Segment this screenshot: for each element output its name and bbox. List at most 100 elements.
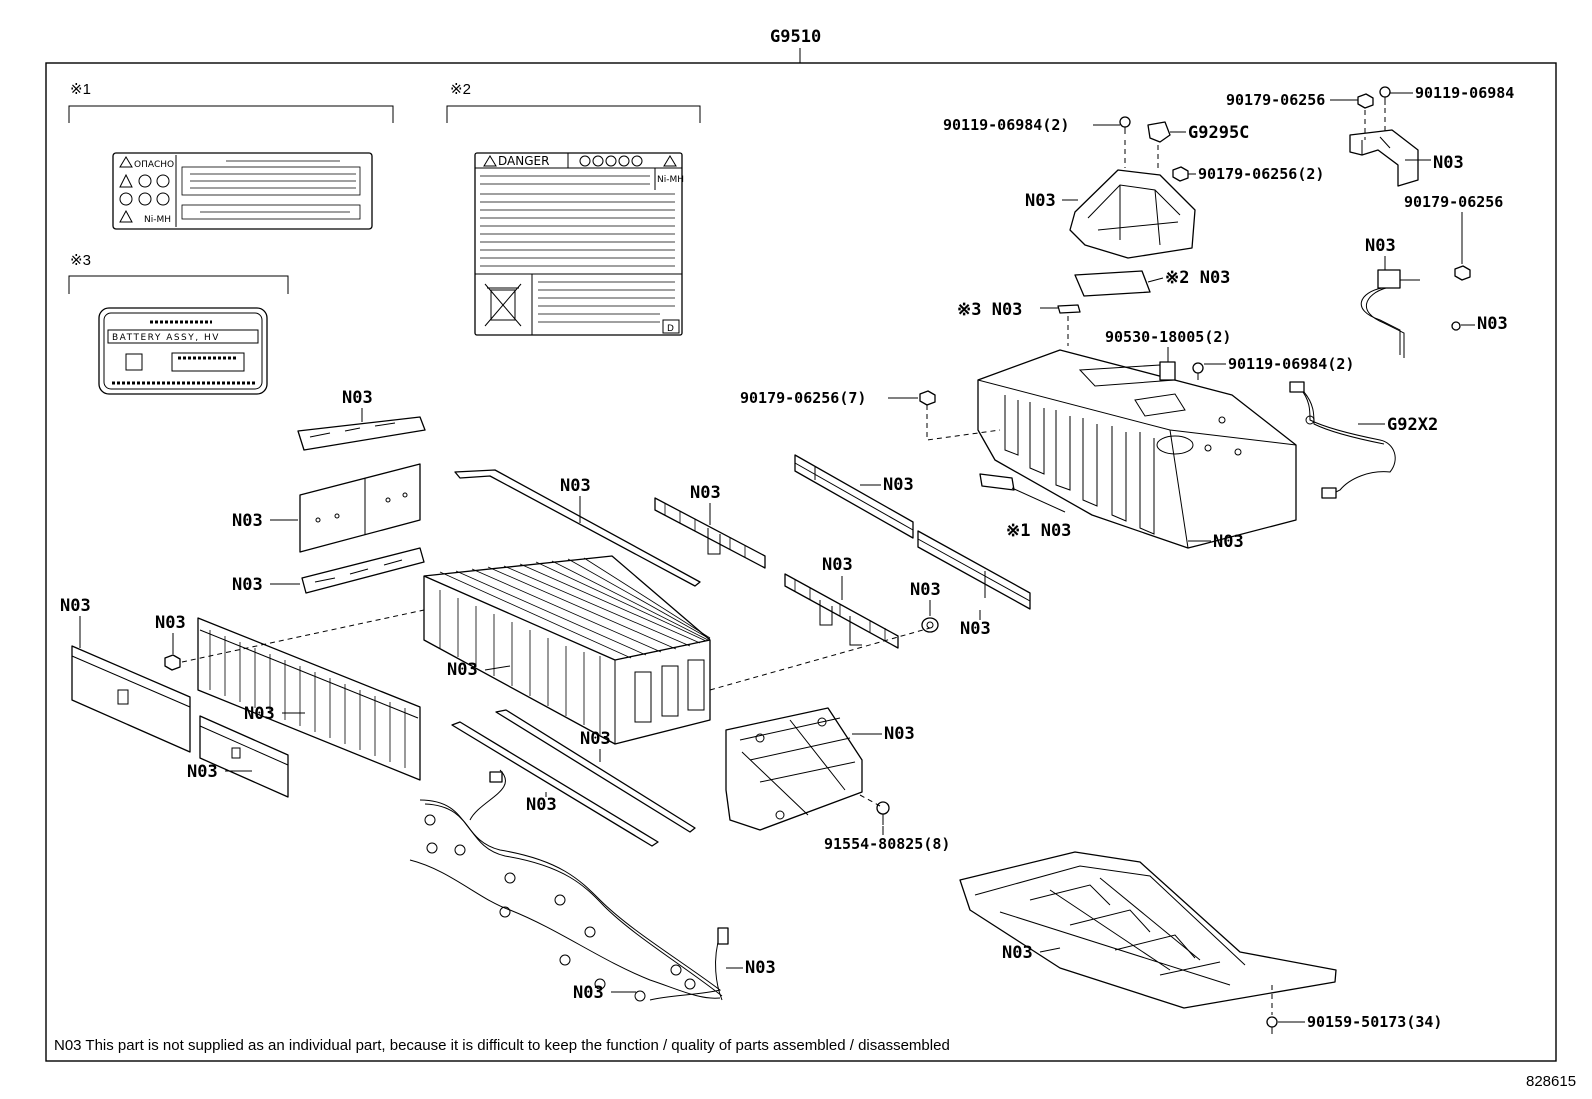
- label-c1-n03: ※1 N03: [1006, 521, 1071, 541]
- dash-leaders-bracket: [1364, 108, 1386, 140]
- label-90179-06256-b: 90179-06256: [1404, 193, 1503, 211]
- battery-module-stack: [423, 555, 711, 745]
- label-n03-relay-nut: N03: [1477, 314, 1508, 334]
- nut-left: [164, 654, 181, 671]
- service-plug-grip: [1147, 121, 1171, 143]
- dash-leaders-cover: [1124, 140, 1159, 172]
- label-n03-upper-rod: N03: [560, 476, 591, 496]
- prohibition-circle-icon: [631, 155, 643, 167]
- label-g9295c: G9295C: [1188, 123, 1249, 143]
- label-n03-nut: N03: [155, 613, 186, 633]
- label-91554-80825-8: 91554-80825(8): [824, 835, 950, 853]
- insulation-sheet: [1074, 270, 1151, 297]
- prohibition-circle-icon: [138, 174, 152, 188]
- bolt-top-left: [1119, 116, 1131, 134]
- dash-leader-right: [709, 627, 931, 691]
- nut-top-mid: [1172, 166, 1189, 182]
- label-n03-bracket-plate: N03: [884, 724, 915, 744]
- assembly-code: G9510: [770, 27, 821, 47]
- prohibition-circle-icon: [156, 174, 170, 188]
- bolt-upper-right: [1379, 86, 1391, 105]
- nut-relay-small: [1451, 321, 1461, 331]
- label-n03-rod-b: N03: [580, 729, 611, 749]
- label-n03-case: N03: [1213, 532, 1244, 552]
- callout-3-group: ※3: [68, 252, 289, 294]
- prohibition-circle-icon: [605, 155, 617, 167]
- spacer-nut: [921, 617, 939, 633]
- lower-tray: [959, 851, 1337, 1015]
- callout-2-mark: ※2: [450, 81, 471, 98]
- label-n03-strip-lower: N03: [822, 555, 853, 575]
- barcode-box-icon: [125, 353, 143, 371]
- bolt-case: [1192, 362, 1204, 380]
- upper-right-bracket: [1349, 129, 1419, 187]
- label-n03-clip-lower: N03: [232, 575, 263, 595]
- label-90119-06984-2a: 90119-06984(2): [943, 116, 1069, 134]
- label-90179-06256-a: 90179-06256: [1226, 91, 1325, 109]
- relay-block: [1159, 361, 1176, 381]
- label-90159-50173-34: 90159-50173(34): [1307, 1013, 1442, 1031]
- prohibition-circle-icon: [618, 155, 630, 167]
- danger-label-header: DANGER: [498, 154, 549, 168]
- figure-number: 828615: [1526, 1073, 1576, 1090]
- callout-1-group: ※1: [68, 81, 394, 123]
- prohibition-circle-icon: [592, 155, 604, 167]
- case-label-pad: [979, 473, 1015, 491]
- warning-triangle-icon: [483, 155, 497, 167]
- caution-label-badge: Ni-MH: [144, 215, 171, 225]
- danger-label-badge: Ni-MH: [657, 175, 684, 185]
- caution-label: ОПАСНО Ni-MH: [112, 152, 373, 230]
- danger-label-corner: D: [667, 324, 674, 334]
- warning-triangle-icon: [119, 156, 133, 168]
- label-n03-strip-upper: N03: [690, 483, 721, 503]
- recycle-bin-icon: [484, 283, 522, 327]
- callout-1-mark: ※1: [70, 81, 91, 98]
- bolt-tray: [1266, 1016, 1278, 1034]
- label-n03-harness: N03: [573, 983, 604, 1003]
- label-n03-relay: N03: [1365, 236, 1396, 256]
- label-n03-rod-a: N03: [526, 795, 557, 815]
- nut-case: [919, 390, 936, 406]
- callout-3-mark: ※3: [70, 252, 91, 269]
- prohibition-circle-icon: [156, 192, 170, 206]
- label-n03-harness-end: N03: [745, 958, 776, 978]
- label-n03-end-plate: N03: [232, 511, 263, 531]
- label-n03-cover-a: N03: [883, 475, 914, 495]
- callout-2-bracket: [446, 105, 701, 123]
- callout-2-group: ※2: [446, 81, 701, 123]
- g92x2-harness: [1289, 381, 1396, 499]
- upper-clip-bracket: [297, 416, 426, 451]
- bus-bar-strip-lower: [784, 573, 899, 649]
- caution-label-header: ОПАСНО: [134, 160, 174, 170]
- junction-cover: [1069, 169, 1196, 259]
- label-n03-spacer: N03: [910, 580, 941, 600]
- label-c3-n03: ※3 N03: [957, 300, 1022, 320]
- nut-upper-right: [1357, 93, 1374, 109]
- bolt-bracket: [876, 801, 890, 825]
- label-n03-small-cover: N03: [187, 762, 218, 782]
- side-cover-left: [71, 645, 191, 753]
- dash-leader-case: [926, 405, 1001, 441]
- battery-assy-label-text: BATTERY ASSY, HV: [112, 333, 220, 343]
- end-plate-upper: [299, 463, 421, 553]
- nut-relay: [1454, 265, 1471, 281]
- label-c2-n03: ※2 N03: [1165, 268, 1230, 288]
- battery-bracket: [725, 707, 863, 831]
- warning-triangle-icon: [119, 173, 133, 188]
- label-90119-06984-2b: 90119-06984(2): [1228, 355, 1354, 373]
- lower-wire-harness: [409, 769, 729, 1002]
- bus-bar-cover-a: [794, 454, 914, 539]
- label-n03-cover-b: N03: [960, 619, 991, 639]
- assembly-frame: [45, 62, 1557, 1062]
- lower-tie-rod-a: [451, 721, 659, 847]
- label-n03-side-cover: N03: [60, 596, 91, 616]
- label-90530-18005-2: 90530-18005(2): [1105, 328, 1231, 346]
- label-90119-06984: 90119-06984: [1415, 84, 1514, 102]
- bus-bar-cover-b: [917, 530, 1031, 610]
- callout-3-bracket: [68, 275, 289, 294]
- prohibition-circle-icon: [119, 192, 133, 206]
- label-n03-bus-bar: N03: [244, 704, 275, 724]
- bus-bar-module: [197, 617, 421, 781]
- label-n03-bracket: N03: [1433, 153, 1464, 173]
